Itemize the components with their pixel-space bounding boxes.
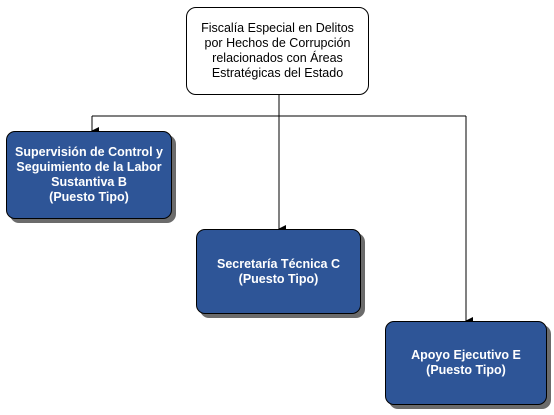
org-node-line: Seguimiento de la Labor [16, 160, 162, 174]
org-node-root-line: Fiscalía Especial en Delitos [201, 21, 354, 35]
org-node-apoyo-label: Apoyo Ejecutivo E (Puesto Tipo) [411, 348, 521, 378]
org-node-fiscalia-especial: Fiscalía Especial en Delitos por Hechos … [186, 7, 369, 95]
org-node-root-line: Estratégicas del Estado [211, 66, 344, 80]
org-node-supervision-label: Supervisión de Control y Seguimiento de … [15, 145, 163, 205]
org-node-supervision-control: Supervisión de Control y Seguimiento de … [6, 131, 172, 219]
org-node-root-line: por Hechos de Corrupción [204, 36, 351, 50]
org-node-line: Supervisión de Control y [15, 145, 163, 159]
org-node-line: (Puesto Tipo) [49, 190, 129, 204]
org-node-root-label: Fiscalía Especial en Delitos por Hechos … [201, 21, 354, 81]
org-node-line: Secretaría Técnica C [217, 256, 340, 271]
org-node-line: Apoyo Ejecutivo E [411, 348, 521, 362]
org-node-apoyo-ejecutivo: Apoyo Ejecutivo E (Puesto Tipo) [385, 321, 547, 405]
org-node-root-line: relacionados con Áreas [212, 51, 343, 65]
org-node-line: (Puesto Tipo) [426, 363, 506, 377]
org-node-secretaria-tecnica: Secretaría Técnica C (Puesto Tipo) [196, 229, 361, 314]
org-node-line: (Puesto Tipo) [238, 271, 319, 286]
org-node-line: Sustantiva B [51, 175, 127, 189]
org-node-secretaria-label: Secretaría Técnica C (Puesto Tipo) [217, 257, 340, 287]
